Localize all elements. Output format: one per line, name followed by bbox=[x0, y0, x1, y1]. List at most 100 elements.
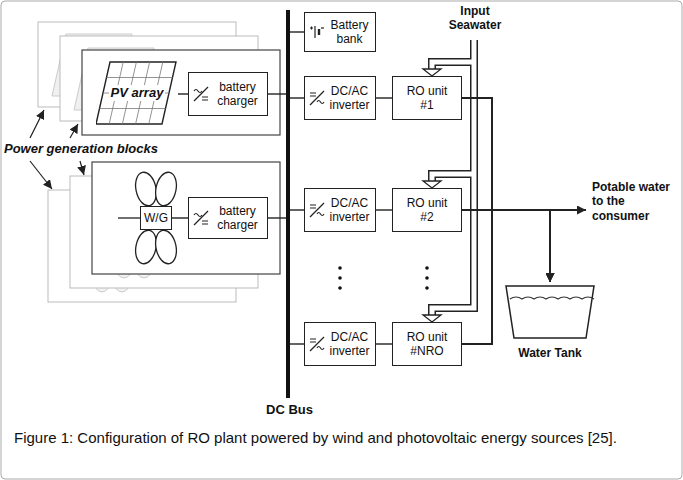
wire bbox=[376, 97, 392, 98]
tank-shape bbox=[500, 282, 600, 342]
box-label: Battery bank bbox=[327, 18, 372, 47]
battery-symbol bbox=[318, 29, 320, 35]
seawater-pipe bbox=[423, 181, 441, 188]
water-surface bbox=[510, 297, 594, 299]
charger-symbol bbox=[194, 90, 202, 93]
charger-symbol bbox=[194, 211, 208, 225]
leader-arrow bbox=[30, 161, 52, 189]
block-label: Power generation blocks bbox=[4, 141, 158, 157]
box-label: RO unit #NRO bbox=[402, 330, 452, 359]
pv-grid bbox=[100, 108, 166, 109]
bus-wire bbox=[288, 97, 304, 98]
inverter-box: DC/AC inverter bbox=[304, 76, 376, 120]
battery-symbol bbox=[321, 27, 324, 28]
charger-symbol bbox=[202, 97, 208, 100]
panel-label: PV array bbox=[109, 85, 166, 101]
inverter-symbol bbox=[309, 90, 325, 106]
continuation-dots bbox=[338, 276, 342, 280]
pv-array: PV array bbox=[96, 60, 178, 126]
leader-arrow bbox=[80, 161, 84, 175]
continuation-dots bbox=[425, 276, 429, 280]
pv-panel bbox=[96, 62, 176, 124]
continuation-dots bbox=[338, 266, 342, 270]
inverter-symbol bbox=[310, 93, 316, 96]
tank-label: Water Tank bbox=[518, 346, 581, 360]
wire bbox=[178, 93, 188, 94]
box-label: battery charger bbox=[211, 80, 264, 109]
water-pipe bbox=[462, 98, 550, 282]
bus-wire bbox=[268, 217, 288, 218]
charger-symbol bbox=[193, 210, 209, 226]
inverter-symbol bbox=[310, 205, 316, 208]
inverter-symbol bbox=[310, 91, 324, 105]
wire bbox=[376, 343, 392, 344]
seawater-pipe bbox=[423, 69, 441, 76]
ro-unit-box: RO unit #1 bbox=[392, 76, 462, 120]
inverter-symbol bbox=[317, 347, 324, 350]
seawater-pipe bbox=[423, 315, 441, 322]
leader-arrow bbox=[70, 124, 78, 138]
battery-symbol bbox=[314, 26, 315, 38]
box-label: DC/AC inverter bbox=[327, 330, 372, 359]
pv-block-frame bbox=[82, 50, 280, 135]
input-label: Input Seawater bbox=[444, 4, 506, 33]
wind-turbine bbox=[153, 170, 180, 207]
bus-wire bbox=[288, 209, 304, 210]
inverter-symbol bbox=[309, 202, 325, 218]
charger-symbol bbox=[194, 214, 202, 217]
charger-box: battery charger bbox=[188, 72, 268, 116]
charger-symbol bbox=[194, 87, 208, 101]
inverter-symbol bbox=[310, 339, 316, 342]
tank-shape bbox=[506, 286, 594, 338]
output-label: Potable water to the consumer bbox=[592, 180, 678, 223]
box-label: W/G bbox=[144, 211, 168, 225]
bus-label: DC Bus bbox=[266, 402, 313, 418]
inverter-symbol bbox=[310, 203, 324, 217]
continuation-dots bbox=[338, 286, 342, 290]
leader-arrow bbox=[30, 110, 44, 138]
charger-box: battery charger bbox=[188, 197, 268, 239]
wind-turbine bbox=[118, 217, 140, 218]
box-label: RO unit #1 bbox=[402, 84, 452, 113]
continuation-dots bbox=[425, 286, 429, 290]
inverter-symbol bbox=[309, 336, 325, 352]
continuation-dots bbox=[425, 266, 429, 270]
wind-block-frame bbox=[92, 162, 280, 274]
bus-wire bbox=[268, 93, 288, 94]
generator-box: W/G bbox=[140, 206, 172, 230]
inverter-symbol bbox=[317, 101, 324, 104]
wind-turbine bbox=[118, 170, 179, 265]
battery-box: Battery bank bbox=[304, 12, 376, 52]
inverter-symbol bbox=[317, 213, 324, 216]
charger-symbol bbox=[193, 86, 209, 102]
dc-bus bbox=[286, 10, 290, 398]
box-label: DC/AC inverter bbox=[327, 84, 372, 113]
box-label: RO unit #2 bbox=[402, 196, 452, 225]
figure-caption: Figure 1: Configuration of RO plant powe… bbox=[14, 428, 669, 448]
box-label: DC/AC inverter bbox=[327, 196, 372, 225]
ro-unit-box: RO unit #2 bbox=[392, 188, 462, 232]
charger-symbol bbox=[202, 221, 208, 224]
continuation-dots bbox=[338, 266, 429, 290]
wire bbox=[172, 217, 188, 218]
inverter-symbol bbox=[310, 337, 324, 351]
water-pipe bbox=[462, 210, 550, 282]
consumer-arrow bbox=[550, 209, 586, 211]
battery-symbol bbox=[309, 24, 325, 40]
bus-wire bbox=[288, 31, 304, 32]
wind-turbine bbox=[153, 228, 180, 265]
battery-symbol bbox=[310, 27, 313, 30]
water-tank: Water Tank bbox=[500, 282, 600, 362]
inverter-box: DC/AC inverter bbox=[304, 322, 376, 366]
pv-grid bbox=[107, 77, 173, 78]
bus-wire bbox=[288, 343, 304, 344]
box-label: battery charger bbox=[211, 204, 264, 233]
ro-unit-box: RO unit #NRO bbox=[392, 322, 462, 366]
wire bbox=[376, 209, 392, 210]
inverter-box: DC/AC inverter bbox=[304, 188, 376, 232]
